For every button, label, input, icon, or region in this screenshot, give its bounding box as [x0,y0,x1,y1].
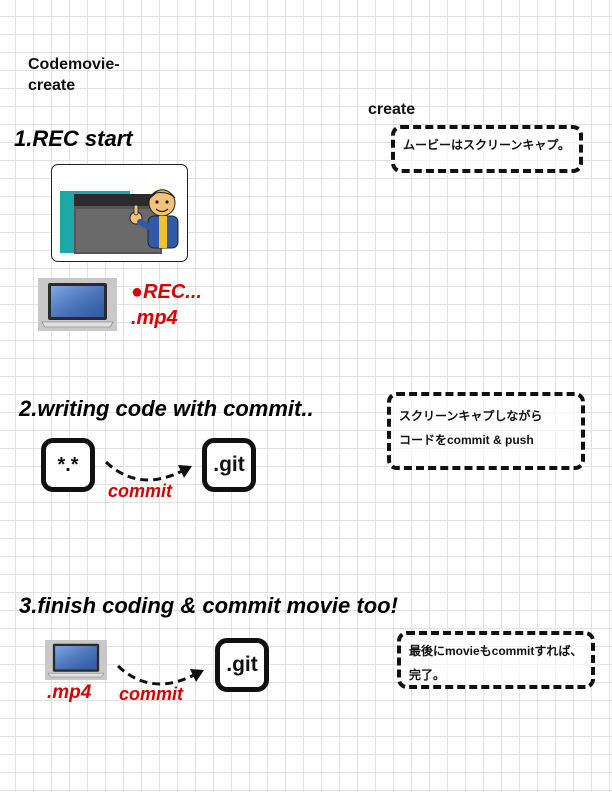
step1-note: ムービーはスクリーンキャプ。 [391,125,583,173]
step2-note-line-2: コードをcommit & push [399,433,534,447]
editor-key: *.* [41,438,95,492]
screen-capture-image [51,164,188,262]
step1-title: 1.REC start [14,126,133,151]
step3-title: 3.finish coding & commit movie too! [19,593,398,618]
curved-arrow-icon [104,460,192,482]
commit-arrow-1 [100,452,200,492]
git-key-1: .git [202,438,256,492]
mp4-label-1: .mp4 [131,307,178,329]
rec-label: ●REC... [131,281,202,303]
laptop-icon [38,278,117,331]
step2-note: スクリーンキャプしながら コードをcommit & push [387,392,585,470]
commit-arrow-2 [112,656,212,696]
screen-capture-icon [60,189,179,254]
commit-label-1: commit [108,481,173,501]
step2-title: 2.writing code with commit.. [19,396,314,421]
laptop-image-1 [38,278,117,331]
step3-note-line-2: 完了。 [409,668,446,682]
step3-note: 最後にmovieもcommitすれば、 完了。 [397,631,595,689]
editor-key-label: *.* [57,453,79,476]
step1-note-text: ムービーはスクリーンキャプ。 [403,138,571,152]
commit-label-2: commit [119,684,184,704]
laptop-image-2 [45,640,107,680]
app-title: Codemovie- create [28,56,120,94]
mp4-label-2: .mp4 [47,682,92,703]
step3-note-line-1: 最後にmovieもcommitすれば、 [409,644,583,658]
laptop-icon [45,640,107,680]
git-key-label-2: .git [226,653,258,676]
step2-note-line-1: スクリーンキャプしながら [399,409,543,423]
git-key-2: .git [215,638,269,692]
mascot-icon [129,189,179,249]
git-key-label-1: .git [213,453,245,476]
curved-arrow-icon [116,664,204,686]
create-label: create [368,101,416,118]
